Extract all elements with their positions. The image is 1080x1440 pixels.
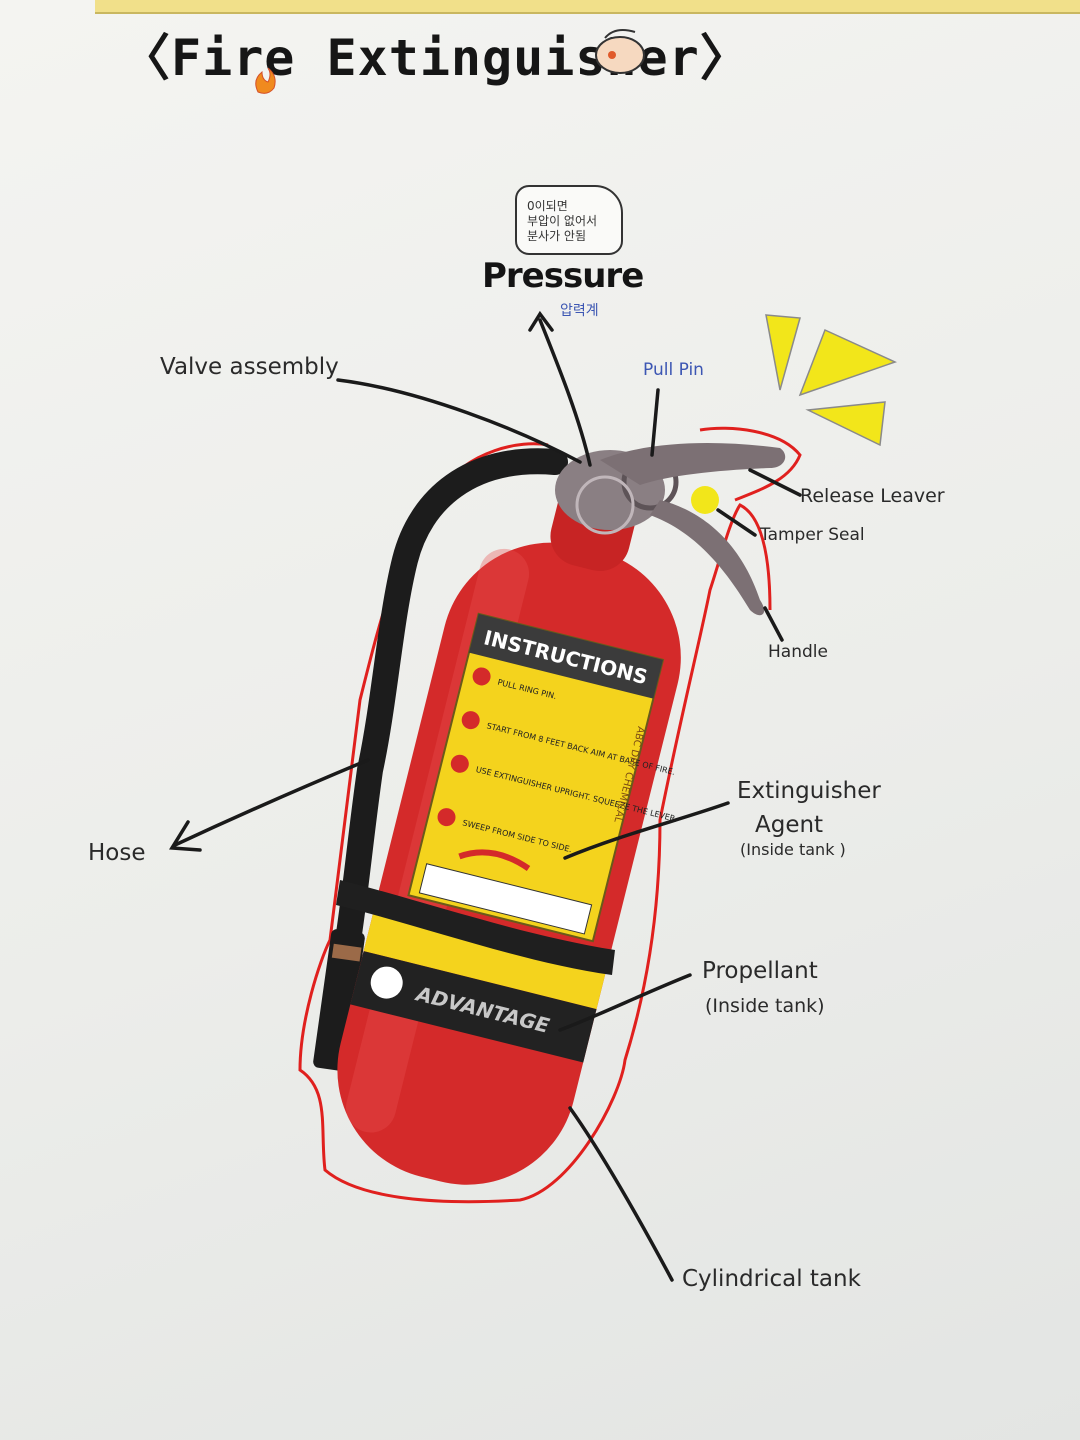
label-hose: Hose xyxy=(88,840,146,866)
label-tamper-seal: Tamper Seal xyxy=(760,525,865,545)
tamper-seal-leader xyxy=(716,508,757,537)
pull-pin-leader xyxy=(650,388,660,457)
tank-leader xyxy=(568,1106,674,1282)
page-title: 〈Fire Extinguisher〉 xyxy=(120,29,751,87)
handle-shape xyxy=(650,500,765,616)
valve-head xyxy=(555,443,786,616)
brand-logo-icon xyxy=(370,966,403,999)
speech-bubble: 0이되면 부압이 없어서 분사가 안됨 xyxy=(515,185,623,255)
release-lever-leader xyxy=(748,468,802,497)
title-extinguisher-doodle-icon xyxy=(595,29,645,74)
pressure-label: Pressure xyxy=(482,256,644,296)
hose-nozzle-ring xyxy=(331,943,362,962)
label-propellant-line1: Propellant xyxy=(702,958,818,984)
hose-tube xyxy=(332,448,568,973)
label-agent-line1: Extinguisher xyxy=(737,778,881,804)
release-lever-shape xyxy=(600,443,786,485)
agent-leader xyxy=(563,801,730,860)
bubble-line-3: 분사가 안됨 xyxy=(527,229,587,243)
label-agent-line3: (Inside tank ) xyxy=(740,840,846,859)
label-release-lever: Release Leaver xyxy=(800,485,945,507)
valve-assembly-leader xyxy=(336,378,582,464)
tamper-seal-shape xyxy=(691,486,719,514)
top-tape-strip xyxy=(95,0,1080,14)
label-pull-pin: Pull Pin xyxy=(643,360,704,380)
brand-band xyxy=(350,951,597,1063)
propellant-leader xyxy=(558,973,692,1032)
pressure-arrowhead xyxy=(528,310,554,332)
pressure-korean-label: 압력계 xyxy=(560,303,599,319)
extinguisher-tank: INSTRUCTIONS PULL RING PIN. START FROM 8… xyxy=(337,477,681,1185)
bubble-line-1: 0이되면 xyxy=(527,199,568,213)
handle-leader xyxy=(763,606,784,642)
label-propellant-line2: (Inside tank) xyxy=(705,995,825,1017)
title-flame-icon xyxy=(255,67,276,94)
label-handle: Handle xyxy=(768,642,828,662)
hose-arrowhead xyxy=(168,820,202,852)
sparkle-icon xyxy=(765,314,898,447)
hose-strap xyxy=(336,880,615,975)
label-valve-assembly: Valve assembly xyxy=(160,354,339,380)
bubble-line-2: 부압이 없어서 xyxy=(527,214,598,228)
pressure-arrow xyxy=(538,318,592,467)
leader-lines xyxy=(168,310,802,1282)
label-agent-line2: Agent xyxy=(755,812,824,838)
hose-nozzle xyxy=(313,929,365,1071)
hose-arrow xyxy=(173,758,370,847)
label-cylindrical-tank: Cylindrical tank xyxy=(682,1266,861,1292)
